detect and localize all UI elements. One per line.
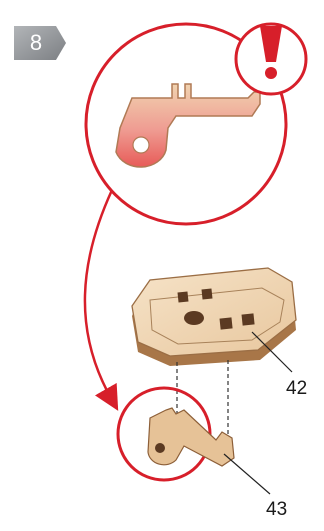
leader-line-43 xyxy=(224,454,270,494)
key-part xyxy=(148,408,234,466)
warning-badge xyxy=(236,24,306,94)
part-label-43: 43 xyxy=(266,499,287,521)
part-label-42: 42 xyxy=(286,378,307,400)
step-number: 8 xyxy=(21,27,51,59)
connector-arrow xyxy=(85,190,112,400)
key-part-detail xyxy=(116,84,260,167)
